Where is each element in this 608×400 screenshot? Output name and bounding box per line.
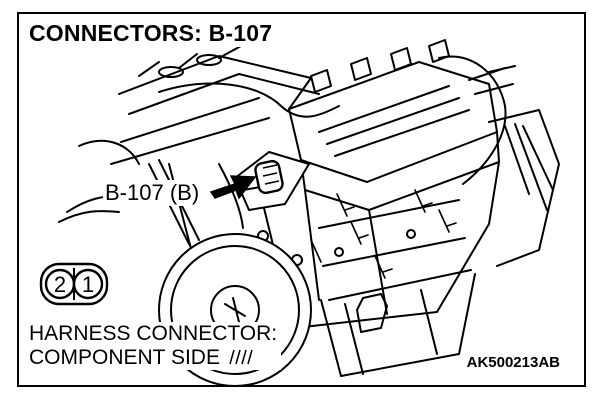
figure-code: AK500213AB [466, 354, 560, 371]
diagram-title: CONNECTORS: B-107 [29, 20, 277, 47]
connector-callout-label: B-107 (B) [103, 180, 202, 206]
caption-line-2: COMPONENT SIDE [29, 346, 220, 369]
diagram-frame: 2 1 CONNECTORS: B-107 B-107 (B) HARNESS … [17, 12, 586, 387]
connector-b107-icon [254, 159, 284, 195]
connector-face-icon: 2 1 [39, 262, 109, 306]
pin-1-label: 1 [82, 272, 94, 297]
connector-view-caption: HARNESS CONNECTOR: COMPONENT SIDE [29, 322, 282, 370]
pointer-arrow-icon [209, 175, 257, 200]
caption-line-1: HARNESS CONNECTOR: [29, 322, 278, 345]
pin-2-label: 2 [54, 272, 66, 297]
hatch-marks-icon [229, 349, 253, 365]
